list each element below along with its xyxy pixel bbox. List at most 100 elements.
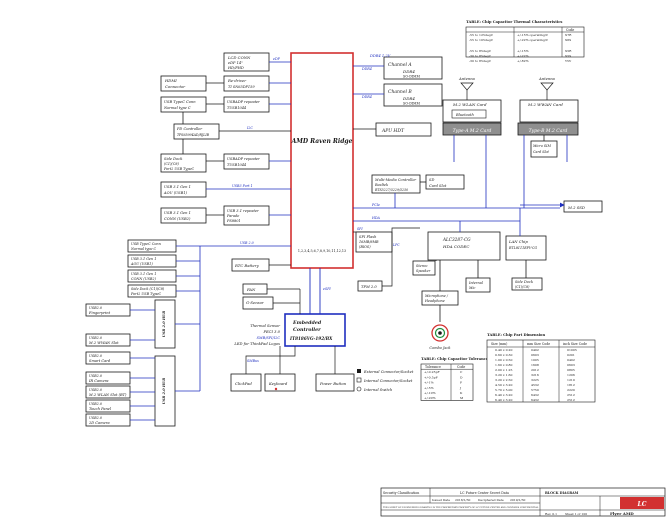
dimension-cell: 3216 bbox=[531, 373, 539, 377]
wlan-card-block: M.2 WLAN Card Bluetooth bbox=[442, 99, 502, 123]
type-b-card: Type-B M.2 Card bbox=[517, 122, 579, 136]
gsensor-block: G-Sensor bbox=[242, 296, 274, 310]
dimension-cell: 2012 bbox=[531, 368, 539, 372]
svg-text:Card Slot: Card Slot bbox=[429, 184, 447, 188]
svg-text:(C1)(C8): (C1)(C8) bbox=[515, 285, 530, 289]
svg-text:2019/1/30: 2019/1/30 bbox=[510, 498, 525, 502]
svg-text:USB TypeC Conn: USB TypeC Conn bbox=[164, 100, 196, 104]
thermal-cell: -55 to 85degC bbox=[469, 49, 492, 53]
svg-text:Re-driver: Re-driver bbox=[227, 78, 246, 83]
thermal-cell: X5R bbox=[565, 49, 572, 53]
svg-text:(C1)(C8): (C1)(C8) bbox=[164, 162, 179, 166]
svg-text:SD: SD bbox=[429, 178, 434, 182]
svg-text:USB 2.0 HUB: USB 2.0 HUB bbox=[162, 311, 166, 337]
svg-text:HDA CODEC: HDA CODEC bbox=[442, 244, 469, 249]
svg-text:USB3 Port 1: USB3 Port 1 bbox=[232, 184, 253, 188]
svg-text:Internal Switch: Internal Switch bbox=[363, 388, 392, 392]
svg-text:eDP: eDP bbox=[273, 57, 281, 61]
side-dock-block: Side Dock (C1)(C8) Port2 USB TypeC bbox=[160, 153, 207, 173]
left-usb2-item: USB2.0M.2 WLAN Slot (BT) bbox=[85, 385, 155, 399]
svg-text:SO-DIMM: SO-DIMM bbox=[403, 102, 421, 106]
clickpad-block: ClickPad bbox=[230, 373, 262, 392]
apu-hdt-block: APU HDT bbox=[375, 122, 432, 137]
svg-text:USB 2.0 HUB: USB 2.0 HUB bbox=[162, 378, 166, 404]
svg-text:SMB/SPI/I2C: SMB/SPI/I2C bbox=[257, 336, 281, 340]
pd-controller-block: PD Controller TPS65994AD/RJLIB bbox=[173, 123, 220, 140]
tolerance-cell: +/-0.5pF bbox=[424, 375, 439, 379]
power-button-block: Power Button bbox=[315, 373, 355, 392]
micro-sim-block: Micro SIM Card Slot bbox=[530, 140, 558, 158]
svg-text:LCD CONN: LCD CONN bbox=[227, 55, 251, 60]
svg-text:DDR4: DDR4 bbox=[402, 96, 415, 101]
left-usbc-block: USB TypeC Conn Normal type C bbox=[127, 239, 177, 253]
left-sidedock-block: Side Dock (C1)(C8) Port2 USB TypeC bbox=[127, 284, 177, 298]
svg-text:M.2 WWAN Card: M.2 WWAN Card bbox=[527, 102, 563, 107]
svg-text:AOU (USB1): AOU (USB1) bbox=[130, 262, 153, 266]
svg-text:Speaker: Speaker bbox=[416, 269, 431, 273]
svg-text:Issued Date: Issued Date bbox=[432, 498, 450, 502]
svg-text:RTC Battery: RTC Battery bbox=[234, 263, 260, 268]
svg-text:I2C: I2C bbox=[246, 126, 253, 130]
dimension-cell: 5750 bbox=[531, 388, 539, 392]
svg-text:USB 2.0: USB 2.0 bbox=[240, 241, 254, 245]
thermal-cell: +/-15% bbox=[517, 49, 529, 53]
left-usb31-1-block: USB 3.1 Gen 1 AOU (USB1) bbox=[127, 254, 177, 268]
left-item-type: USB2.0 bbox=[89, 402, 103, 406]
svg-text:TPS65994AD/RJLIB: TPS65994AD/RJLIB bbox=[177, 133, 210, 137]
headphone-block: Microphone / Headphone bbox=[421, 290, 459, 306]
soc-pins: 1,2,3,4,5,6,7,8,9,10,11,12,13 bbox=[298, 249, 346, 253]
svg-text:Rev. 0.1: Rev. 0.1 bbox=[545, 512, 557, 516]
thermal-cell: X5S bbox=[565, 54, 571, 58]
redriver-block: Re-driver TI SN65DP159 bbox=[223, 75, 270, 92]
tolerance-cell: +/-10% bbox=[424, 391, 436, 395]
svg-text:Type-A M.2 Card: Type-A M.2 Card bbox=[453, 128, 492, 134]
svg-text:IT8186VG-192/BX: IT8186VG-192/BX bbox=[289, 336, 333, 341]
svg-text:Connector: Connector bbox=[165, 84, 185, 89]
tolerance-header-1: Tolerance bbox=[425, 365, 441, 369]
legend: External Connector/Socket Internal Conne… bbox=[356, 369, 414, 392]
lcd-block: LCD CONN eDP 14" HD/FHD bbox=[223, 52, 270, 72]
svg-text:USBADP repeater: USBADP repeater bbox=[227, 157, 260, 161]
svg-text:Internal: Internal bbox=[468, 281, 483, 285]
svg-text:Microphone /: Microphone / bbox=[424, 294, 449, 298]
usbc-conn-block: USB TypeC Conn Normal type C bbox=[160, 96, 207, 113]
left-item-type: USB2.0 bbox=[89, 388, 103, 392]
svg-text:Antenna: Antenna bbox=[538, 77, 555, 81]
tolerance-cell: +/-5% bbox=[424, 386, 434, 390]
left-item-type: USB2.0 bbox=[89, 416, 103, 420]
svg-text:SO-DIMM: SO-DIMM bbox=[403, 75, 421, 79]
dimension-cell: 6.40 x 3.20 bbox=[495, 393, 513, 397]
svg-text:Headphone: Headphone bbox=[424, 299, 445, 303]
usbadp-repeater-1: USBADP repeater TUSB1044 bbox=[223, 96, 270, 113]
svg-text:ALC3287-CG: ALC3287-CG bbox=[442, 237, 471, 242]
keyboard-block: Keyboard bbox=[264, 373, 296, 392]
dimension-cell: 0402 bbox=[531, 348, 539, 352]
svg-text:THIS SHEET OF ENGINEERING DRAW: THIS SHEET OF ENGINEERING DRAWING IS THE… bbox=[383, 506, 539, 509]
dimension-cell: 2512 bbox=[567, 398, 575, 402]
dimension-cell: 0402 bbox=[567, 358, 575, 362]
dimension-cell: 0603 bbox=[531, 353, 539, 357]
type-a-card: Type-A M.2 Card bbox=[442, 122, 502, 136]
svg-text:TUSB1044: TUSB1044 bbox=[227, 163, 246, 167]
svg-text:Keyboard: Keyboard bbox=[268, 381, 288, 386]
svg-text:2018/1/30: 2018/1/30 bbox=[455, 498, 470, 502]
svg-text:USB 3.1 repeater: USB 3.1 repeater bbox=[227, 209, 259, 213]
svg-text:TABLE: Chip Capacitor Toleranc: TABLE: Chip Capacitor Tolerance bbox=[421, 357, 489, 361]
svg-text:Power Button: Power Button bbox=[319, 381, 347, 386]
dimension-cell: 3.20 x 2.50 bbox=[495, 378, 513, 382]
internal-mic-block: Internal Mic bbox=[465, 277, 491, 293]
tolerance-cell: +/-1% bbox=[424, 381, 434, 385]
dimension-cell: 5.70 x 5.00 bbox=[495, 388, 513, 392]
svg-text:DDR4: DDR4 bbox=[361, 95, 372, 99]
svg-text:Side Dock (C1)(C8): Side Dock (C1)(C8) bbox=[131, 287, 165, 291]
left-item-type: USB2.0 bbox=[89, 336, 103, 340]
thermal-cell: -55 to 105degC bbox=[469, 38, 494, 42]
soc-title: AMD Raven Ridge bbox=[291, 138, 353, 145]
left-item-label: M.2 WWAN Slot bbox=[88, 341, 119, 345]
thermal-cell: X7R bbox=[565, 33, 572, 37]
dimension-cell: 2.00 x 1.25 bbox=[495, 368, 513, 372]
dimension-cell: 1608 bbox=[531, 363, 539, 367]
dimension-cell: 4.50 x 3.20 bbox=[495, 383, 513, 387]
